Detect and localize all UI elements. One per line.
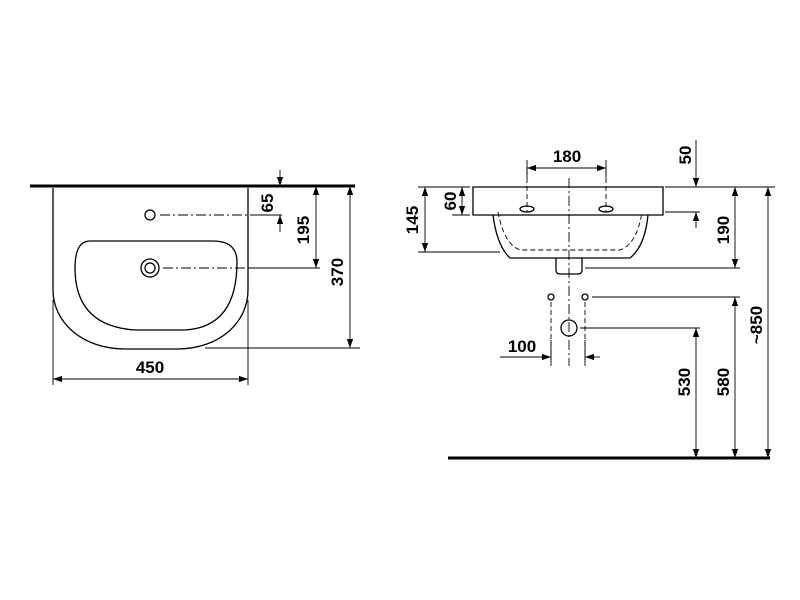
dim-370-label: 370	[328, 258, 347, 286]
tap-hole-right	[598, 205, 614, 213]
dim-65-label: 65	[258, 194, 277, 213]
drain-inner	[144, 262, 156, 274]
dim-195-label: 195	[294, 216, 313, 244]
side-view: 180 50 60 145 190 100 530 580 ~850	[403, 140, 775, 460]
dim-530-label: 530	[675, 368, 694, 396]
dim-60-label: 60	[441, 192, 460, 211]
dim-190-label: 190	[714, 216, 733, 244]
tap-hole-left	[519, 205, 535, 213]
dim-180-label: 180	[553, 147, 581, 166]
basin-underside	[492, 214, 649, 259]
dim-145-label: 145	[403, 206, 422, 234]
drain-outer	[140, 258, 160, 278]
dim-100-label: 100	[508, 337, 536, 356]
dim-850-label: ~850	[747, 306, 766, 344]
waste-pipe	[560, 319, 578, 337]
basin-outline	[52, 188, 249, 350]
dim-50-label: 50	[676, 146, 695, 165]
basin-rim	[472, 186, 664, 216]
basin-bowl-outline	[74, 240, 238, 331]
plan-view: 65 195 370 450	[30, 170, 360, 385]
dim-450-label: 450	[136, 358, 164, 377]
tap-hole	[144, 209, 156, 221]
basin-inner-dashed	[497, 211, 643, 251]
supply-left	[547, 293, 555, 301]
supply-right	[581, 293, 589, 301]
dim-580-label: 580	[714, 368, 733, 396]
